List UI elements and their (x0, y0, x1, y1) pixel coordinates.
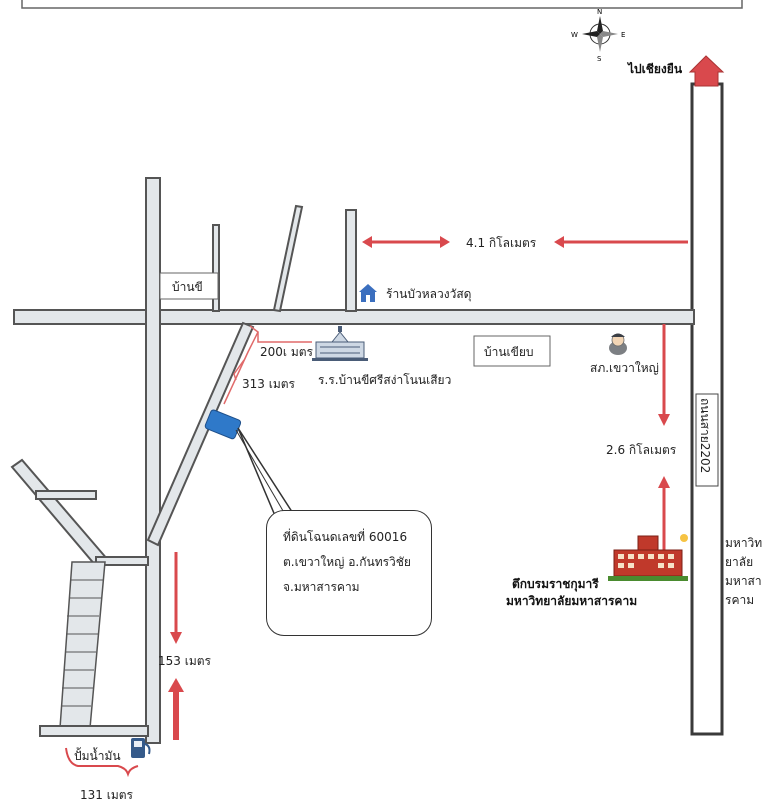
arrow-153-top-head (170, 632, 182, 644)
univ-side-4: รคาม (725, 593, 754, 607)
compass-w: W (571, 31, 578, 39)
police-label: สภ.เขวาใหญ่ (590, 361, 659, 375)
destination-label: ไปเชียงยืน (626, 61, 683, 76)
building-label-1: ตึกบรมราชกุมารี (512, 577, 599, 592)
school-label: ร.ร.บ้านขีศรีสง่าโนนเสียว (318, 373, 451, 387)
lane-block (59, 561, 106, 729)
top-frame (21, 0, 743, 9)
univ-side-2: ยาลัย (725, 555, 753, 569)
village-box-ban-khiap (473, 335, 551, 367)
arrow-4-1-left-head (362, 236, 372, 248)
distance-200: 200เ มตร (260, 345, 314, 359)
lane-rungs (61, 579, 103, 707)
spur-road-2 (272, 204, 304, 313)
distance-4-1: 4.1 กิโลเมตร (466, 236, 537, 250)
arrow-2-6-bottom-head (658, 476, 670, 488)
arrow-2-6-top-head (658, 414, 670, 426)
road-name: ถนนสาย2202 (698, 398, 712, 473)
road-name-box (695, 393, 719, 487)
village-label-ban-khiap: บ้านเขียบ (484, 345, 534, 359)
univ-side-3: มหาสา (725, 574, 762, 588)
route-line (223, 325, 259, 405)
callout-line-3: จ.มหาสารคาม (283, 580, 360, 594)
compass-n: N (597, 8, 602, 16)
road-horizontal (13, 309, 695, 325)
compass-e: E (621, 31, 625, 39)
spur-road-1 (212, 224, 220, 312)
compass-s: S (597, 55, 602, 63)
arrow-4-1-left-tip (440, 236, 450, 248)
road-far-left-branch (35, 490, 97, 500)
gas-station-label: ปั้มน้ำมัน (74, 747, 121, 763)
up-arrow-icon (688, 55, 725, 87)
village-box-ban-khi (159, 272, 219, 300)
police-officer-icon (609, 333, 627, 355)
callout-line-2: ต.เขวาใหญ่ อ.กันทรวิชัย (283, 555, 411, 569)
route-313-line (233, 359, 245, 381)
house-icon (359, 284, 377, 302)
distance-131: 131 เมตร (80, 788, 134, 800)
brace-131 (65, 747, 139, 778)
land-plot-marker (204, 409, 242, 440)
spur-road-3 (345, 209, 357, 312)
gas-pump-icon (131, 738, 151, 758)
shop-label: ร้านบัวหลวงวัสดุ (386, 287, 471, 302)
compass-rose-icon: N S E W (571, 8, 625, 63)
land-callout: ที่ดินโฉนดเลขที่ 60016 ต.เขวาใหญ่ อ.กันท… (266, 510, 432, 636)
road-bottom-lane (39, 725, 149, 737)
arrow-153-bottom-bar (173, 690, 179, 740)
road-diagonal (146, 321, 255, 547)
road-far-left (10, 458, 110, 568)
callout-pointer (237, 427, 298, 519)
school-building-icon (312, 326, 368, 361)
arrow-153-bottom-head (168, 678, 184, 692)
university-building-icon (608, 534, 688, 581)
callout-line-1: ที่ดินโฉนดเลขที่ 60016 (283, 530, 408, 544)
village-label-ban-khi: บ้านขี (172, 280, 203, 294)
distance-2-6: 2.6 กิโลเมตร (606, 443, 677, 457)
road-left-vertical (145, 177, 161, 744)
distance-313: 313 เมตร (242, 377, 296, 391)
distance-153: 153 เมตร (158, 654, 212, 668)
route-200-line (257, 332, 312, 343)
arrow-4-1-right-head (554, 236, 564, 248)
building-label-2: มหาวิทยาลัยมหาสารคาม (506, 594, 637, 608)
univ-side-1: มหาวิท (725, 536, 762, 550)
road-connector (95, 556, 149, 566)
